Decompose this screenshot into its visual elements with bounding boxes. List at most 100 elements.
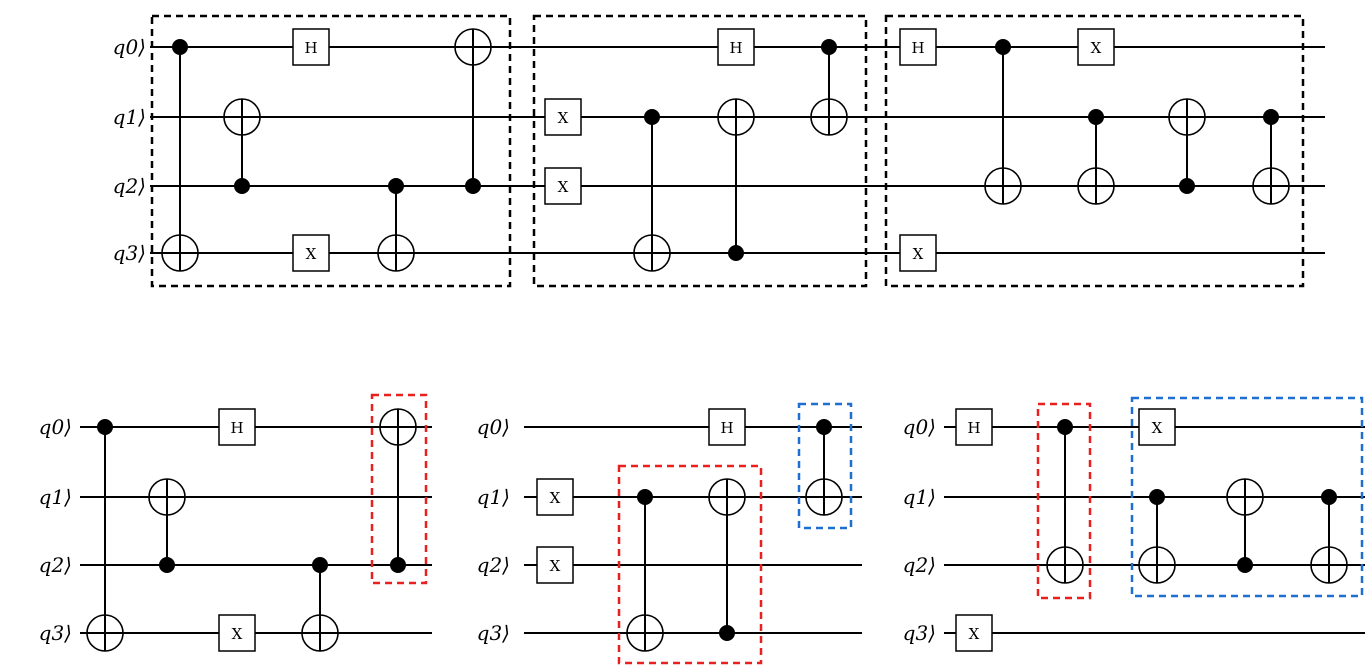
qubit-label: q3⟩ — [113, 241, 146, 265]
cnot-gate — [377, 178, 415, 272]
qubit-label: q3⟩ — [903, 621, 936, 645]
qubit-label: q3⟩ — [39, 621, 72, 645]
gate-label: X — [913, 245, 924, 263]
gate-box — [218, 614, 256, 652]
cnot-gate — [717, 98, 755, 261]
gate-x: X — [218, 614, 256, 652]
control-dot — [1237, 557, 1253, 573]
gate-box — [955, 408, 993, 446]
gate-label: H — [911, 39, 924, 57]
gate-h: H — [292, 28, 330, 66]
gate-h: H — [717, 28, 755, 66]
cnot-gate — [301, 557, 339, 652]
control-dot — [1179, 178, 1195, 194]
gate-label: X — [969, 625, 980, 643]
qubit-labels: q0⟩ q1⟩ q2⟩ q3⟩ q0⟩ q1⟩ q2⟩ q3⟩ q0⟩ q1⟩ q2⟩ q3⟩ q0⟩ q… — [39, 35, 936, 645]
cnot-gate — [1046, 419, 1084, 584]
control-dot — [637, 489, 653, 505]
control-dot — [728, 245, 744, 261]
gate-label: X — [558, 109, 569, 127]
control-dot — [97, 419, 113, 435]
gate-box — [899, 234, 937, 272]
cnot-gate — [805, 419, 843, 516]
gate-label: H — [720, 419, 733, 437]
cnot-gate — [1077, 109, 1115, 205]
gate-box — [717, 28, 755, 66]
qubit-label: q3⟩ — [477, 621, 510, 645]
control-dot — [312, 557, 328, 573]
gate-x: X — [1138, 408, 1176, 446]
qubit-label: q0⟩ — [39, 415, 72, 439]
cnot-gate — [223, 98, 261, 194]
gate-box — [544, 98, 582, 136]
control-dot — [821, 39, 837, 55]
gate-box — [536, 478, 574, 516]
gate-label: H — [729, 39, 742, 57]
block-frame — [532, 14, 868, 288]
gate-x: X — [955, 614, 993, 652]
cnot-gate — [633, 109, 671, 272]
control-dot — [234, 178, 250, 194]
cnot-gate — [1310, 489, 1348, 584]
cnot-gate — [148, 478, 186, 573]
control-dot — [995, 39, 1011, 55]
gate-label: X — [558, 178, 569, 196]
qubit-label: q1⟩ — [477, 485, 510, 509]
qubit-label: q0⟩ — [113, 35, 146, 59]
gate-box — [292, 28, 330, 66]
control-dot — [159, 557, 175, 573]
gate-box — [1077, 28, 1115, 66]
gate-h: H — [955, 408, 993, 446]
gates: H X X X H H X X H X X X H H X X — [86, 28, 1348, 652]
gate-label: X — [1152, 419, 1163, 437]
control-dot — [1057, 419, 1073, 435]
cnot-gate — [984, 39, 1022, 205]
gate-box — [899, 28, 937, 66]
cnot-gate — [626, 489, 664, 652]
block-frame — [884, 14, 1305, 288]
highlight-frame-red — [617, 464, 763, 665]
cnot-gate — [1226, 478, 1264, 573]
qubit-label: q2⟩ — [477, 553, 510, 577]
cnot-gate — [810, 39, 848, 136]
cnot-gate — [1252, 109, 1290, 205]
qubit-label: q2⟩ — [113, 174, 146, 198]
cnot-gate — [1138, 489, 1176, 584]
highlight-frame-red — [370, 393, 428, 585]
qubit-label: q1⟩ — [903, 485, 936, 509]
gate-label: X — [550, 557, 561, 575]
control-dot — [1321, 489, 1337, 505]
qubit-label: q0⟩ — [477, 415, 510, 439]
control-dot — [816, 419, 832, 435]
block-frame — [150, 14, 512, 288]
gate-box — [292, 234, 330, 272]
gate-label: X — [550, 489, 561, 507]
gate-h: H — [708, 408, 746, 446]
gate-box — [708, 408, 746, 446]
gate-box — [544, 167, 582, 205]
gate-x: X — [292, 234, 330, 272]
qubit-label: q1⟩ — [113, 105, 146, 129]
gate-h: H — [899, 28, 937, 66]
block-frames — [150, 14, 1364, 665]
cnot-gate — [708, 478, 746, 641]
gate-x: X — [544, 98, 582, 136]
gate-label: H — [230, 419, 243, 437]
gate-label: X — [1091, 39, 1102, 57]
qubit-label: q2⟩ — [903, 553, 936, 577]
qubit-label: q0⟩ — [903, 415, 936, 439]
qubit-label: q1⟩ — [39, 485, 72, 509]
control-dot — [390, 557, 406, 573]
highlight-frame-red — [1036, 402, 1092, 600]
gate-h: H — [218, 408, 256, 446]
control-dot — [1149, 489, 1165, 505]
gate-x: X — [1077, 28, 1115, 66]
control-dot — [644, 109, 660, 125]
gate-box — [218, 408, 256, 446]
gate-x: X — [899, 234, 937, 272]
gate-box — [536, 546, 574, 584]
cnot-gate — [379, 408, 417, 573]
gate-label: H — [304, 39, 317, 57]
highlight-frame-blue — [1130, 396, 1364, 598]
